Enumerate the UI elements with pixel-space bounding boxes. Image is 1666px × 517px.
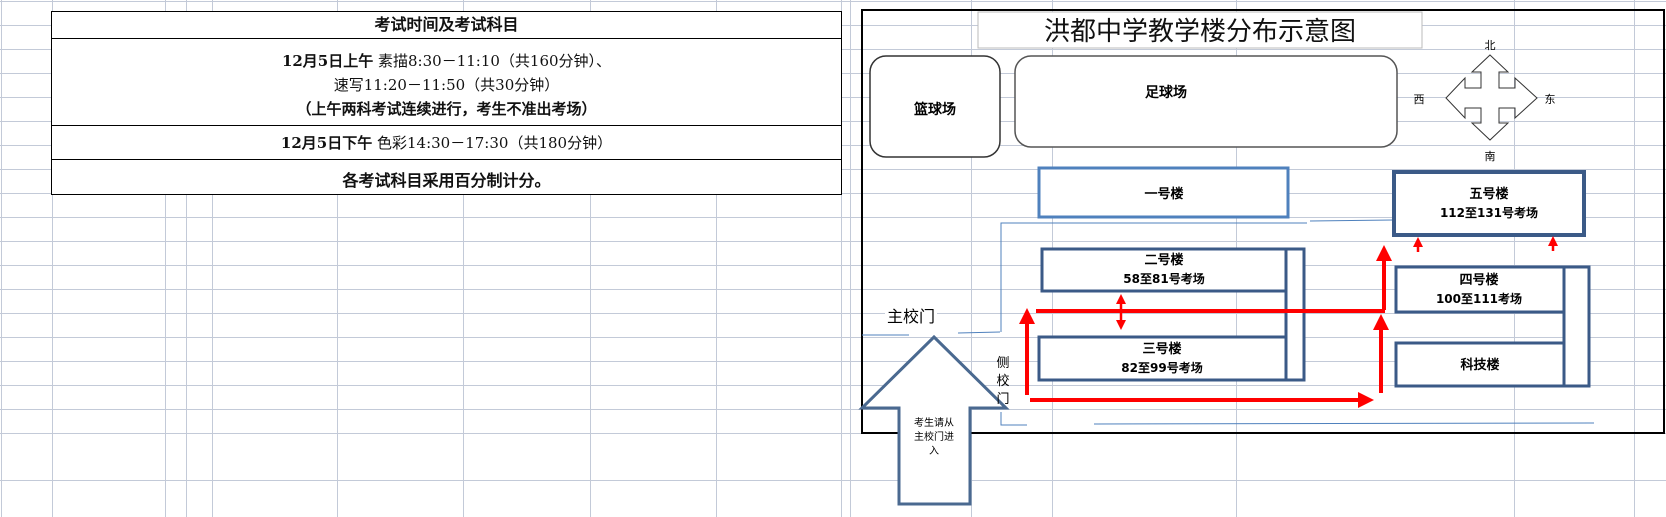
basketball-court — [869, 55, 1001, 158]
compass-east: 东 — [1545, 93, 1556, 106]
building-1-label: 一号楼 — [1144, 186, 1183, 202]
football-label: 足球场 — [1145, 84, 1187, 101]
enter-arrow-icon — [858, 334, 1010, 506]
arrow-text-line: 主校门进 — [914, 430, 954, 443]
compass-north: 北 — [1485, 39, 1496, 52]
building-2-rooms: 58至81号考场 — [1123, 271, 1204, 286]
building-5 — [1392, 170, 1586, 237]
arrow-text-line: 考生请从 — [914, 416, 954, 429]
road-lines — [862, 219, 1595, 426]
main-gate-label: 主校门 — [887, 307, 935, 326]
building-3 — [1037, 335, 1288, 382]
football-field — [1014, 55, 1398, 148]
morning-note: （上午两科考试连续进行，考生不准出考场） — [296, 100, 597, 118]
table-header: 考试时间及考试科目 — [374, 15, 519, 34]
compass-south: 南 — [1485, 150, 1496, 163]
tech-building-label: 科技楼 — [1460, 357, 1499, 373]
scoring-row: 各考试科目采用百分制计分。 — [52, 159, 841, 194]
building-2-3-connector — [1284, 247, 1306, 382]
morning-line1: 素描8:30－11:10（共160分钟）、 — [373, 52, 612, 70]
morning-row: 12月5日上午 素描8:30－11:10（共160分钟）、 速写11:20－11… — [52, 38, 841, 125]
tech-building — [1394, 341, 1566, 388]
main-gate-label-bg — [885, 303, 937, 327]
map-title: 洪都中学教学楼分布示意图 — [1044, 17, 1356, 47]
basketball-label: 篮球场 — [913, 101, 956, 118]
compass-icon — [1445, 54, 1538, 141]
building-4-rooms: 100至111考场 — [1436, 291, 1522, 306]
afternoon-date: 12月5日下午 — [280, 134, 373, 152]
compass-west: 西 — [1414, 93, 1425, 106]
building-5-rooms: 112至131号考场 — [1440, 205, 1538, 220]
exam-schedule-table: 考试时间及考试科目 12月5日上午 素描8:30－11:10（共160分钟）、 … — [51, 11, 842, 195]
morning-line2: 速写11:20－11:50（共30分钟） — [333, 76, 560, 94]
arrow-text-line: 入 — [929, 446, 939, 457]
building-2-label: 二号楼 — [1144, 252, 1183, 268]
morning-date: 12月5日上午 — [281, 52, 374, 70]
building-1 — [1037, 166, 1290, 219]
building-4 — [1394, 265, 1566, 314]
building-5-label: 五号楼 — [1469, 186, 1508, 202]
building-3-label: 三号楼 — [1142, 341, 1181, 357]
title-box — [977, 11, 1423, 49]
building-4-label: 四号楼 — [1459, 272, 1498, 288]
afternoon-row: 12月5日下午 色彩14:30－17:30（共180分钟） — [52, 125, 841, 159]
building-4-tech-connector — [1562, 265, 1591, 388]
building-2 — [1040, 247, 1288, 293]
route-arrows — [1019, 236, 1558, 408]
side-gate-label: 侧 — [996, 356, 1009, 371]
afternoon-line: 色彩14:30－17:30（共180分钟） — [372, 134, 613, 152]
building-3-rooms: 82至99号考场 — [1121, 360, 1202, 375]
side-gate-label: 门 — [996, 392, 1009, 407]
side-gate-label: 校 — [996, 373, 1009, 389]
